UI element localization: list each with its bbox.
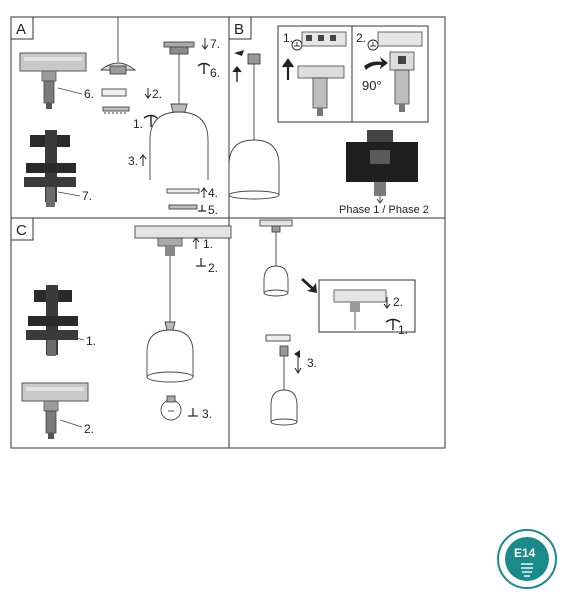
- rotate-arrow-icon: [143, 114, 158, 127]
- arrow-down-icon: [383, 297, 391, 309]
- shade-with-socket: [149, 41, 209, 180]
- rotate-arrow-icon: [294, 350, 300, 358]
- panel-a-label: A: [10, 16, 34, 40]
- panel-c: 1. 2. 1. 2.: [21, 225, 232, 439]
- step-label: 2.: [84, 422, 94, 436]
- ground-symbol-icon: [188, 408, 198, 417]
- clamp-adapter-illustration: [24, 130, 81, 207]
- arrow-up-icon: [232, 65, 242, 82]
- rotation-angle: 90°: [362, 78, 382, 93]
- rotate-arrow-icon: [385, 318, 401, 330]
- pendant-with-adapter: [265, 334, 298, 426]
- track-adapter-illustration: [21, 382, 89, 439]
- rotate-arrow-icon: [234, 50, 244, 56]
- arrow-up-icon: [192, 237, 200, 249]
- track-connection-inset: 1. 2.: [277, 25, 429, 123]
- arrow-up-icon: [282, 58, 294, 80]
- svg-text:A: A: [16, 21, 26, 38]
- panel-b: 1. 2.: [228, 25, 429, 216]
- rotate-arrow-icon: [197, 62, 211, 74]
- step-label: 7.: [82, 189, 92, 203]
- step-label: 3.: [128, 154, 138, 168]
- svg-text:B: B: [234, 21, 244, 38]
- badge-label: E14: [514, 546, 536, 560]
- arrow-down-icon: [294, 356, 302, 374]
- pendant-with-adapter: [228, 53, 280, 200]
- shade-rings: [166, 188, 200, 210]
- step-label: 3.: [202, 407, 212, 421]
- arrow-down-icon: [144, 88, 152, 99]
- arrow-up-icon: [200, 187, 208, 198]
- track-rail: [134, 225, 232, 256]
- step-label: 4.: [208, 186, 218, 200]
- track-adapter-illustration: [19, 52, 87, 109]
- step-label: 1.: [203, 237, 213, 251]
- e14-socket-badge: E14: [497, 529, 557, 589]
- arrow-diagonal-icon: [301, 278, 317, 293]
- phase-caption: Phase 1 / Phase 2: [339, 204, 429, 216]
- step-label: 6.: [84, 87, 94, 101]
- step-label: 1.: [283, 31, 293, 45]
- ground-symbol-icon: [198, 205, 206, 212]
- arrow-up-icon: [139, 154, 147, 166]
- phase-selector-illustration: [346, 130, 418, 204]
- bulb-icon: [160, 395, 182, 421]
- step-label: 2.: [356, 31, 366, 45]
- pendant-on-rail: [259, 219, 293, 297]
- step-label: 6.: [210, 66, 220, 80]
- step-label: 2.: [208, 261, 218, 275]
- arrow-down-icon: [201, 38, 209, 50]
- panel-b-label: B: [228, 16, 252, 40]
- step-label: 1.: [86, 334, 96, 348]
- ground-symbol-icon: [196, 258, 206, 267]
- panel-d: 2. 1. 3.: [259, 219, 416, 426]
- step-label: 5.: [208, 203, 218, 217]
- step-label: 1.: [133, 117, 143, 131]
- pendant-exploded-view: [99, 17, 137, 114]
- step-label: 2.: [393, 295, 403, 309]
- svg-text:C: C: [16, 222, 27, 239]
- socket-thread-icon: [521, 563, 533, 577]
- step-label: 7.: [210, 37, 220, 51]
- rotate-arrow-icon: [364, 57, 388, 70]
- detail-inset: [318, 279, 416, 333]
- step-label: 1.: [398, 323, 408, 337]
- step-label: 2.: [152, 87, 162, 101]
- panel-a: 6. 7. 2. 1.: [19, 17, 220, 217]
- clamp-adapter-illustration: [26, 285, 85, 356]
- step-label: 3.: [307, 356, 317, 370]
- panel-c-label: C: [10, 217, 34, 241]
- pendant-lamp: [146, 256, 194, 383]
